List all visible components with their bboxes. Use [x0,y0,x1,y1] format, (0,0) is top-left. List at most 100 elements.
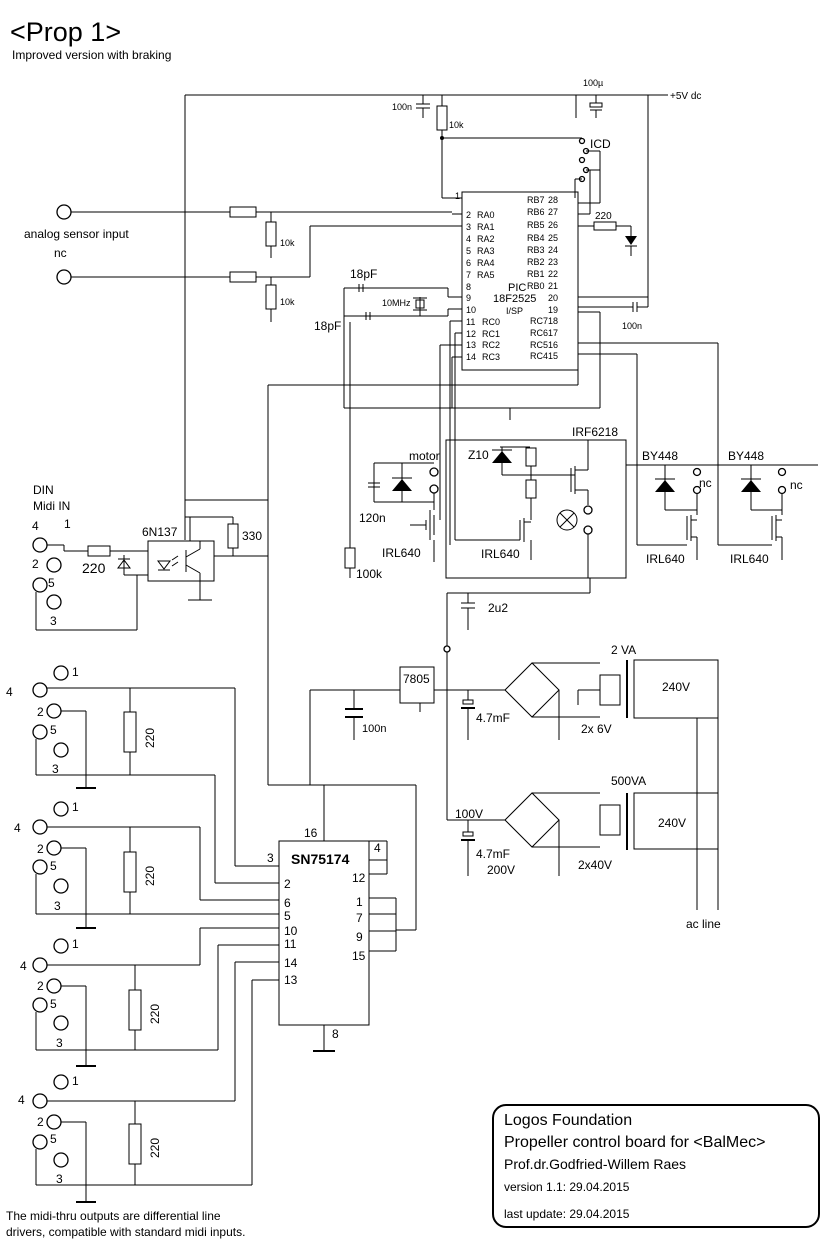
svg-text:RC1: RC1 [482,329,500,339]
res-10k-1-label: 10k [280,238,295,248]
svg-text:RB1: RB1 [527,269,545,279]
midi-in-label: Midi IN [33,499,70,513]
svg-text:RB3: RB3 [527,245,545,255]
svg-text:RC0: RC0 [482,317,500,327]
crystal-label: 10MHz [382,298,411,308]
motor-label: motor [409,449,440,463]
pf18-top-label: 18pF [350,267,377,281]
c120n-label: 120n [359,511,386,525]
svg-text:3: 3 [56,1036,63,1050]
r220-in-label: 220 [82,560,106,576]
svg-text:14: 14 [466,352,476,362]
va500-label: 500VA [611,774,646,788]
title-org: Logos Foundation [504,1112,633,1129]
svg-text:RB4: RB4 [527,233,545,243]
svg-text:10: 10 [466,305,476,315]
svg-text:4: 4 [32,519,39,533]
svg-text:RA3: RA3 [477,246,495,256]
cap-100u-label: 100µ [583,78,603,88]
svg-text:14: 14 [284,956,298,970]
c100n-bot-label: 100n [362,723,386,735]
res-10k-2-label: 10k [280,297,295,307]
svg-text:RB7: RB7 [527,195,545,205]
opto-label: 6N137 [142,525,178,539]
svg-text:16: 16 [548,340,558,350]
page-title: <Prop 1> [10,17,121,47]
isp-label: I/SP [506,306,523,316]
svg-text:8: 8 [332,1027,339,1041]
svg-text:4: 4 [374,841,381,855]
svg-text:6: 6 [284,896,291,910]
svg-text:RB6: RB6 [527,207,545,217]
svg-text:7: 7 [466,270,471,280]
ac-line-label: ac line [686,917,721,931]
r100k-label: 100k [356,567,383,581]
res-10k-top-label: 10k [449,120,464,130]
title-block: Logos Foundation Propeller control board… [492,1104,820,1228]
svg-text:RB5: RB5 [527,220,545,230]
svg-text:8: 8 [466,282,471,292]
c47mf-2-label: 4.7mF [476,847,510,861]
svg-text:3: 3 [466,222,471,232]
svg-text:RA4: RA4 [477,258,495,268]
power-supply: 2u2 7805 100n 4.7mF 2 VA 240V 2x 6V 100V [310,578,721,931]
c47mf-1-label: 4.7mF [476,711,510,725]
midi-input: DIN Midi IN 4 1 2 5 3 220 6N137 [32,483,268,631]
svg-text:15: 15 [548,351,558,361]
svg-text:RC7: RC7 [530,316,548,326]
midi-thru-outputs: 1 4 2 5 3 220 1 4 2 5 3 220 [6,665,279,1203]
svg-text:3: 3 [52,762,59,776]
svg-text:RC5: RC5 [530,340,548,350]
svg-text:RC6: RC6 [530,328,548,338]
svg-text:5: 5 [50,859,57,873]
pic-label: PIC [508,282,526,294]
svg-text:5: 5 [50,723,57,737]
svg-text:2: 2 [37,1115,44,1129]
din-label: DIN [33,483,54,497]
irl640-1-label: IRL640 [382,546,421,560]
svg-text:5: 5 [284,909,291,923]
r330-label: 330 [242,529,262,543]
svg-text:5: 5 [466,246,471,256]
analog-sensor-label: analog sensor input [24,227,129,241]
crystal-oscillator: 18pF 18pF 10MHz [314,267,449,408]
title-version: version 1.1: 29.04.2015 [504,1180,630,1194]
svg-text:RB0: RB0 [527,281,545,291]
analog-inputs: 10k analog sensor input nc 10k [24,204,452,322]
svg-text:11: 11 [466,317,475,327]
title-last-update: last update: 29.04.2015 [504,1207,630,1221]
svg-text:2: 2 [466,210,471,220]
nc-label-1: nc [699,476,712,490]
footnote-line-1: The midi-thru outputs are differential l… [6,1209,221,1223]
svg-text:13: 13 [284,973,298,987]
svg-text:RA5: RA5 [477,270,495,280]
svg-text:1: 1 [72,937,79,951]
motor-driver: motor 120n IRL640 100k Z10 [344,322,627,581]
svg-text:RC4: RC4 [530,351,548,361]
svg-text:20: 20 [548,293,558,303]
svg-text:24: 24 [548,245,558,255]
svg-text:19: 19 [548,305,558,315]
svg-text:2: 2 [32,557,39,571]
v2x40-label: 2x40V [578,858,612,872]
v240-1-label: 240V [662,680,690,694]
svg-text:1: 1 [64,517,71,531]
svg-text:4: 4 [18,1093,25,1107]
by448-2-label: BY448 [728,449,764,463]
svg-text:9: 9 [466,293,471,303]
svg-text:3: 3 [267,851,274,865]
svg-text:10: 10 [284,924,298,938]
reg-label: 7805 [403,672,430,686]
svg-text:1: 1 [356,895,363,909]
svg-text:5: 5 [50,1132,57,1146]
c2u2-label: 2u2 [488,601,508,615]
v100-label: 100V [455,807,483,821]
svg-text:13: 13 [466,340,476,350]
va2-label: 2 VA [611,643,636,657]
svg-text:1: 1 [455,191,460,201]
svg-text:4: 4 [20,959,27,973]
svg-text:9: 9 [356,930,363,944]
svg-text:RB2: RB2 [527,257,545,267]
